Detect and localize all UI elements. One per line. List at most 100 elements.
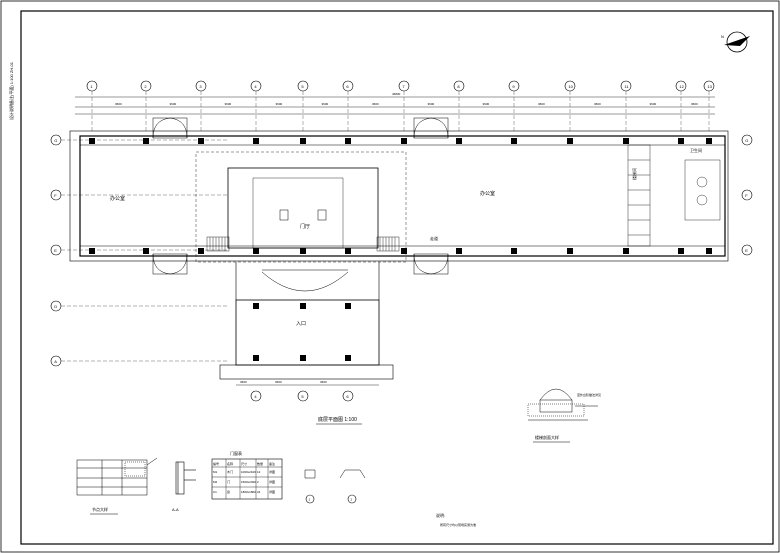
row-bubble-right-G [741,134,753,146]
section-aa-drawing [175,461,196,495]
column-9 [511,248,517,254]
row-label-right-F: F [745,193,748,198]
table-cell: 详图 [269,469,275,474]
table-cell: C1 [213,490,217,494]
detail-title-left: 节点大样 [92,506,108,512]
row-label-D: D [54,304,57,309]
row-label-G: G [54,138,57,143]
column-11 [623,248,629,254]
table-cell: 12 [257,470,261,474]
column-1 [89,138,95,144]
notes-line: 所有尺寸均以现场实测为准 [440,522,476,527]
bottom-dim-1: 3600 [240,380,247,384]
column-3 [198,248,204,254]
dim-span-1: 3600 [115,102,122,106]
room-label-office-left: 办公室 [110,195,125,202]
stairs [206,144,721,252]
porch-column [300,303,306,309]
detail-note: 室外台阶做法详见 [577,392,601,397]
dim-span-10: 3600 [594,102,601,106]
north-arrow-icon: N [721,31,750,53]
table-cell: 详图 [269,479,275,484]
dim-span-5: 3600 [322,102,329,106]
column-3 [198,138,204,144]
table-cell: 1500x2400 [241,480,256,484]
grid-label-1: 1 [90,84,93,89]
callout-2-label: 2 [351,498,353,502]
grid-label-3: 3 [199,84,202,89]
room-label-office-right: 办公室 [480,190,495,197]
bottom-grid-bubble-6 [342,390,354,402]
bottom-grid-bubble-5 [297,390,309,402]
bottom-grid-label-6: 6 [346,394,349,399]
row-bubble-right-E [741,244,753,256]
column-7 [401,248,407,254]
grid-label-9: 9 [512,84,515,89]
porch-column [345,303,351,309]
column-4 [253,138,259,144]
column-5 [300,248,306,254]
column-4 [253,248,259,254]
north-label: N [721,34,724,39]
room-label-corridor: 走道 [430,235,438,241]
table-cell: 24 [257,490,261,494]
table-cell: 窗 [227,489,230,494]
stair-detail-drawing [527,388,598,421]
table-header: 数量 [257,461,263,466]
grid-label-5: 5 [301,84,304,89]
bottom-dim-3: 3600 [320,380,327,384]
room-label-toilet: 卫生间 [690,147,702,153]
column-5 [300,138,306,144]
dim-span-8: 3600 [483,102,490,106]
column-12 [678,138,684,144]
grid-label-4: 4 [254,84,257,89]
porch-column [300,355,306,361]
callout-2: 2 [339,469,366,504]
row-label-right-E: E [745,248,748,253]
grid-label-12: 12 [679,84,684,89]
building-outline [69,130,729,380]
grid-label-8: 8 [457,84,460,89]
structural-columns [89,138,712,361]
grid-label-7: 7 [402,84,405,89]
table-cell: M1 [213,470,217,474]
room-label-entrance: 入口 [296,321,306,327]
plan-title: 底层平面图 1:100 [318,416,357,423]
column-12 [678,248,684,254]
dim-span-4: 3600 [276,102,283,106]
grid-label-6: 6 [346,84,349,89]
table-header: 名称 [227,461,233,466]
row-label-E: E [54,248,57,253]
porch-column [253,355,259,361]
table-cell: 门 [227,479,230,484]
table-cell: 1800x1800 [241,490,256,494]
top-dimension-lines [75,96,715,115]
dim-span-3: 3600 [225,102,232,106]
table-title: 门窗表 [230,450,242,456]
column-6 [345,138,351,144]
grid-label-10: 10 [568,84,573,89]
hall-fixtures [279,209,327,221]
table-cell: M2 [213,480,217,484]
doors [152,117,449,275]
title-block-text: 设计说明备注(平面) 1:100 ZH-01 [8,61,14,120]
table-header: 编号 [213,461,219,466]
row-bubble-right-F [741,189,753,201]
room-label-hall: 门厅 [300,223,310,230]
drawing-frame [20,10,774,545]
table-cell: 详图 [269,489,275,494]
dim-span-6: 3600 [372,102,379,106]
row-label-right-G: G [745,138,748,143]
porch-column [253,303,259,309]
row-label-F: F [54,193,57,198]
notes-title: 说明: [436,512,445,518]
row-label-A: A [54,359,57,364]
section-title: A-A [172,507,179,512]
column-9 [511,138,517,144]
dim-overall: 46800 [392,92,401,96]
column-8 [456,138,462,144]
